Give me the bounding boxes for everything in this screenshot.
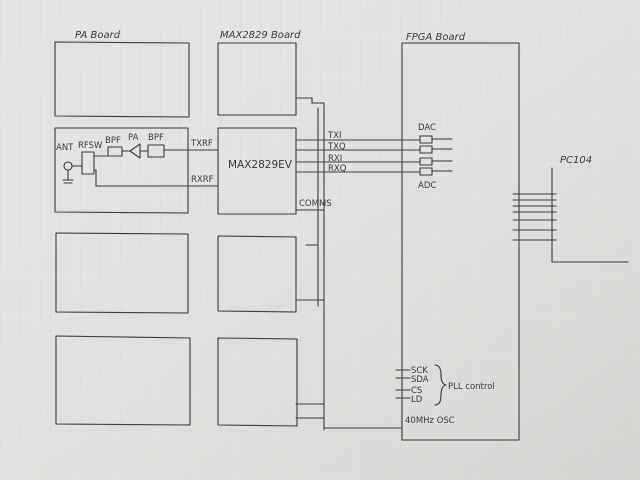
pll-pin-sda: SDA [411, 375, 429, 385]
pa-board-2 [54, 127, 189, 214]
comms-bus [295, 97, 403, 431]
pc-bracket [551, 167, 629, 263]
bpf1-block [107, 146, 123, 157]
signal-txq: TXQ [327, 142, 346, 152]
chip-label: MAX2829EV [228, 159, 293, 171]
max-board-boxes [217, 42, 298, 427]
rfsw-label: RFSW [78, 141, 103, 151]
bpf2-block [147, 144, 165, 158]
signal-rxq: RXQ [328, 164, 347, 174]
iq-lines [295, 139, 421, 173]
comms-label: COMMS [299, 199, 332, 209]
bpf2-label: BPF [148, 133, 164, 143]
pll-control-label: PLL control [448, 382, 495, 392]
signal-txi: TXI [327, 131, 342, 141]
pll-pins [395, 369, 411, 399]
pll-brace [434, 364, 447, 406]
pc-title: PC104 [560, 155, 592, 166]
pa-board-title: PA Board [75, 30, 121, 41]
signal-rxi: RXI [328, 154, 342, 164]
pa-board-1 [54, 41, 190, 118]
fpga-board-title: FPGA Board [406, 32, 466, 43]
dac-adc-connectors [419, 135, 453, 176]
ant-label: ANT [56, 143, 74, 153]
max-board-4 [217, 337, 298, 427]
max-board-3 [217, 235, 297, 313]
pa-board-boxes [54, 41, 191, 426]
osc-label: 40MHz OSC [405, 416, 455, 426]
bpf1-label: BPF [105, 136, 121, 146]
rxrf-label: RXRF [191, 175, 214, 185]
pll-pin-sck: SCK [411, 366, 428, 376]
rf-chain [62, 143, 189, 187]
fpga-board-box [401, 42, 520, 441]
dac-label: DAC [418, 123, 436, 133]
max-board-2 [217, 127, 297, 215]
adc-label: ADC [418, 181, 436, 191]
pa-board-4 [55, 335, 191, 426]
max-board-1 [217, 42, 297, 116]
max-board-title: MAX2829 Board [220, 30, 301, 41]
txrf-label: TXRF [190, 139, 213, 149]
rfsw-block [81, 151, 95, 175]
pc-bus-lines [512, 193, 557, 241]
pa-label: PA [128, 133, 139, 143]
pa-board-3 [55, 232, 189, 314]
pll-pin-cs: CS [411, 386, 422, 396]
pll-pin-ld: LD [411, 395, 423, 405]
